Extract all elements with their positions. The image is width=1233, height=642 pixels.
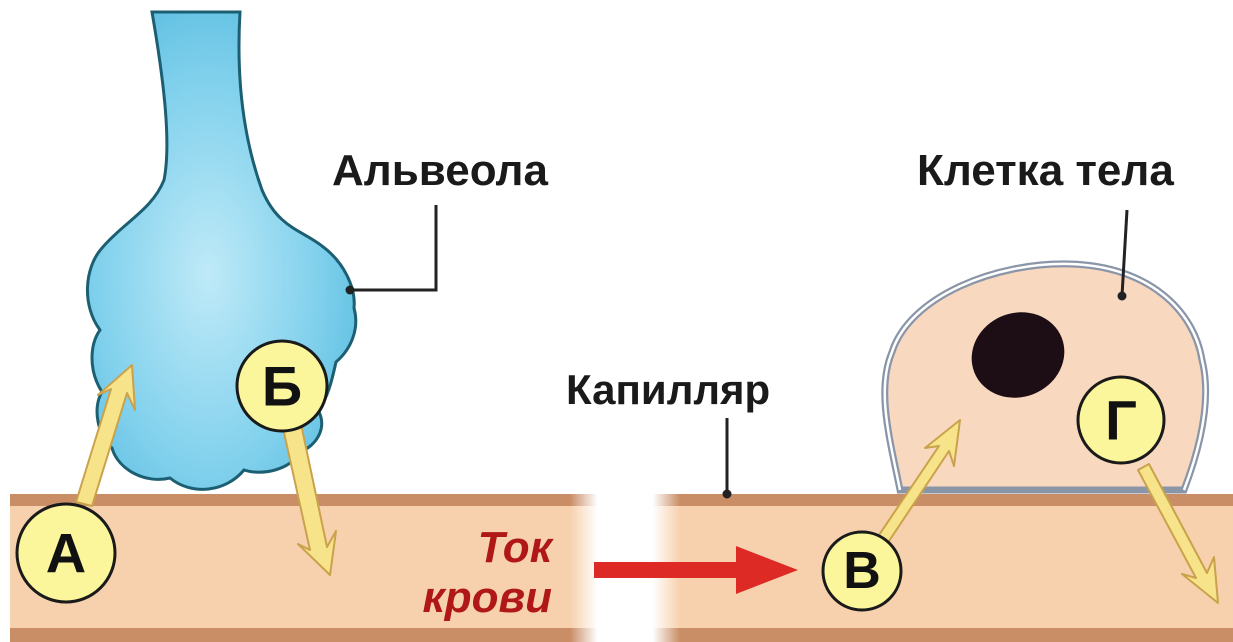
marker-a: А bbox=[17, 504, 115, 602]
label-body-cell: Клетка тела bbox=[917, 146, 1174, 195]
marker-a-letter: А bbox=[46, 522, 86, 585]
label-alveola: Альвеола bbox=[332, 146, 548, 195]
marker-v-letter: В bbox=[843, 542, 881, 600]
alveola-leader-line bbox=[350, 205, 436, 290]
capillary bbox=[10, 480, 1233, 642]
marker-g: Г bbox=[1078, 377, 1164, 463]
label-blood-flow-line2: крови bbox=[422, 573, 552, 622]
alveola-leader-dot bbox=[346, 286, 355, 295]
marker-g-letter: Г bbox=[1105, 389, 1137, 452]
capillary-leader-dot bbox=[723, 490, 732, 499]
label-blood-flow-line1: Ток bbox=[478, 523, 555, 572]
marker-v: В bbox=[823, 532, 901, 610]
body-cell-leader-dot bbox=[1118, 292, 1127, 301]
label-capillary: Капилляр bbox=[566, 366, 770, 413]
capillary-gap bbox=[570, 480, 680, 642]
marker-b-letter: Б bbox=[262, 355, 302, 418]
marker-b: Б bbox=[237, 341, 327, 431]
